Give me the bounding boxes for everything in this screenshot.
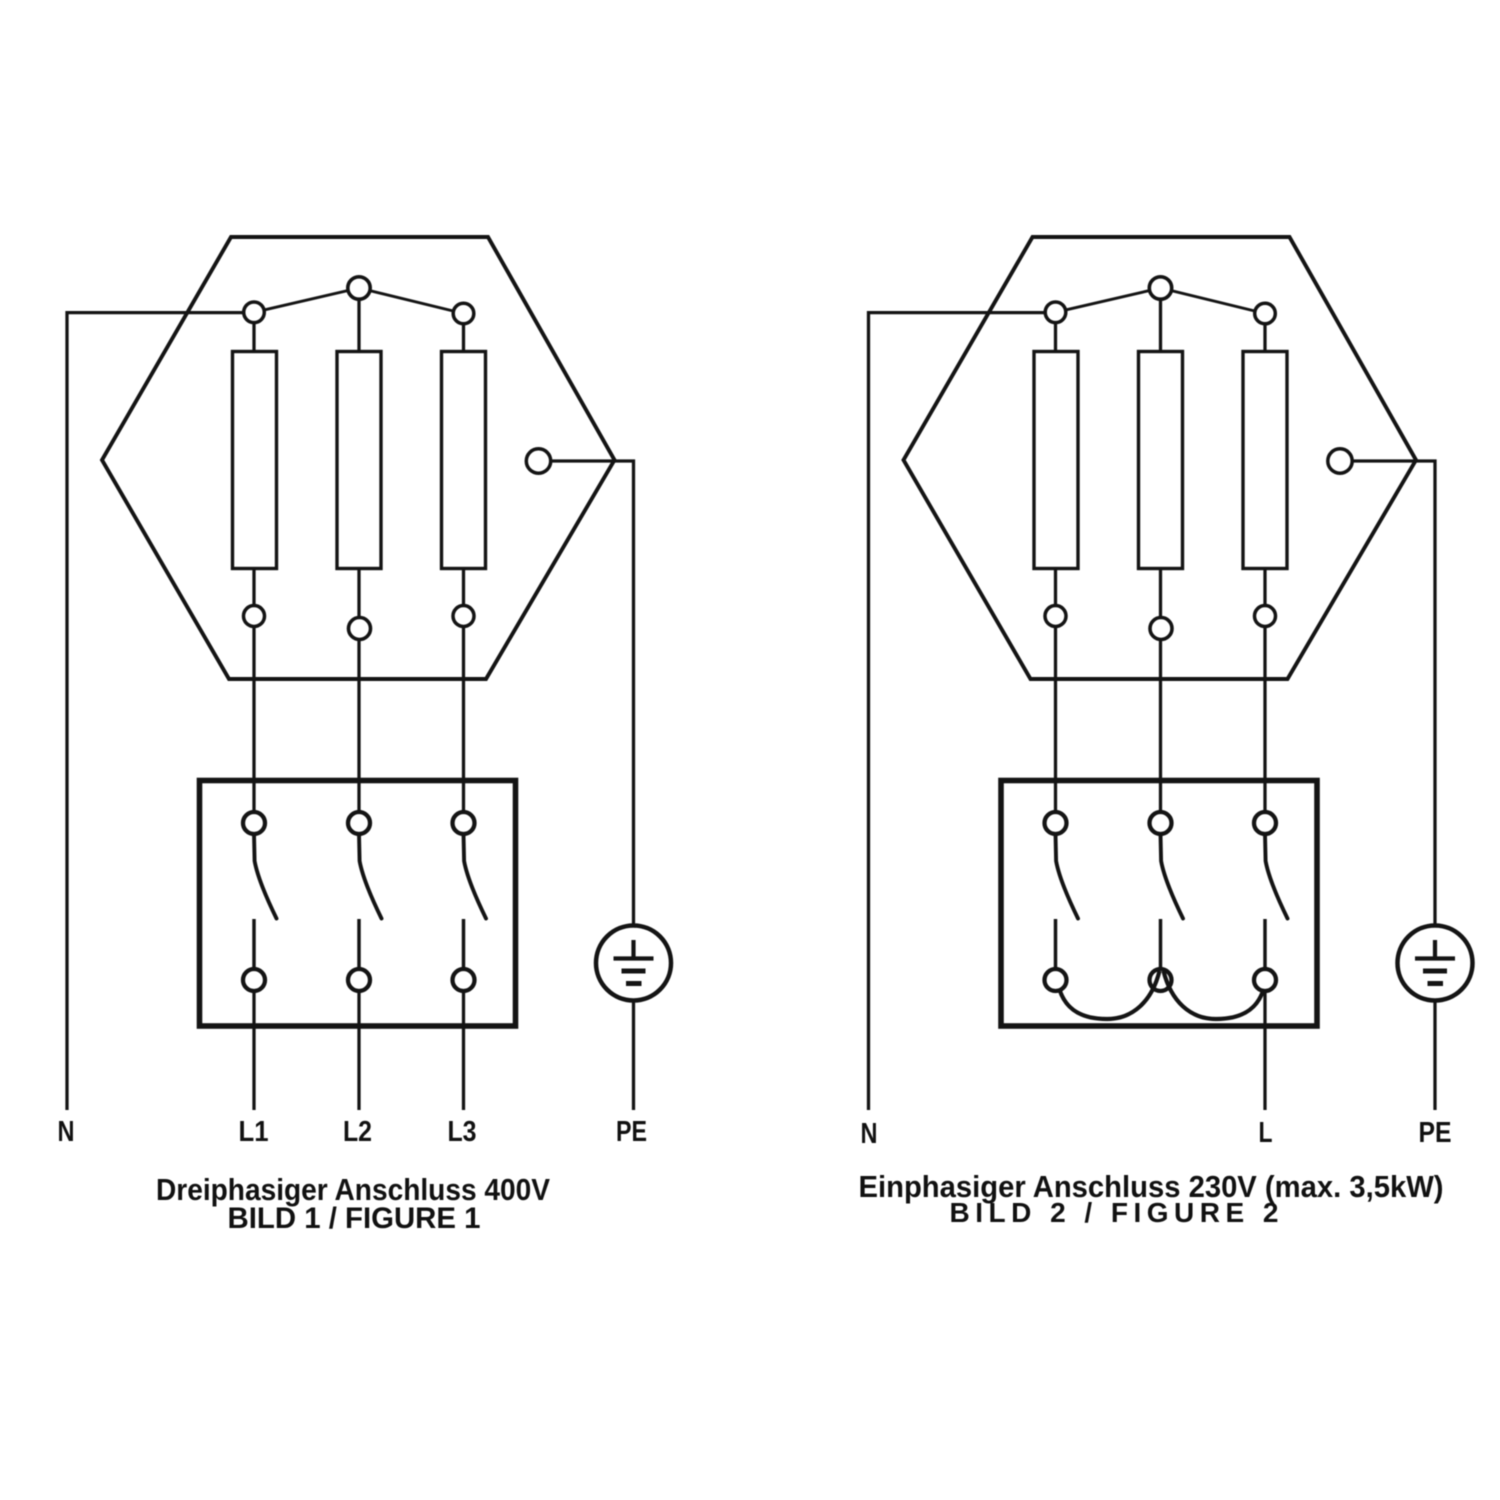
svg-text:L1: L1 [239,1116,269,1148]
svg-text:N: N [861,1118,878,1150]
svg-text:BILD 2 / FIGURE 2: BILD 2 / FIGURE 2 [950,1197,1279,1228]
svg-text:Dreiphasiger Anschluss 400V: Dreiphasiger Anschluss 400V [156,1172,550,1207]
svg-text:N: N [58,1116,75,1148]
svg-text:PE: PE [616,1116,647,1148]
svg-text:L: L [1259,1117,1273,1149]
svg-text:L2: L2 [343,1116,372,1148]
svg-text:L3: L3 [448,1116,477,1148]
svg-text:BILD 1 / FIGURE 1: BILD 1 / FIGURE 1 [228,1202,481,1235]
svg-text:PE: PE [1419,1117,1452,1149]
svg-text:Einphasiger Anschluss 230V (ma: Einphasiger Anschluss 230V (max. 3,5kW) [859,1169,1444,1204]
